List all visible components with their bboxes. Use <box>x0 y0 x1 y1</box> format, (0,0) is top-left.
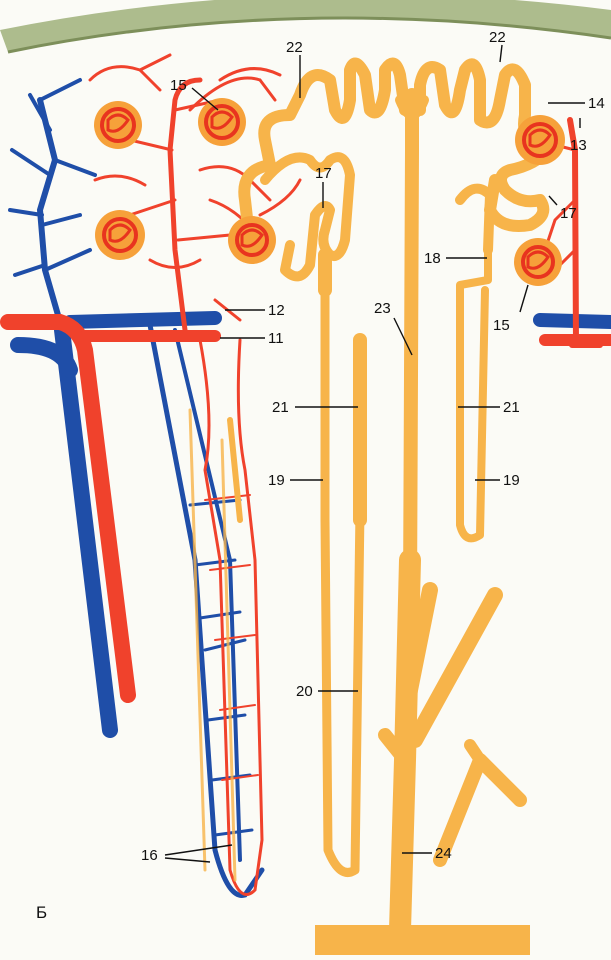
label-19-left: 19 <box>268 472 285 489</box>
nephron-tubules <box>190 64 550 930</box>
label-12: 12 <box>268 302 285 319</box>
label-23: 23 <box>374 300 391 317</box>
label-21-right: 21 <box>503 399 520 416</box>
label-19-right: 19 <box>503 472 520 489</box>
label-11: 11 <box>268 330 284 347</box>
label-17-left: 17 <box>315 165 332 182</box>
label-24: 24 <box>435 845 452 862</box>
arterial-tree <box>8 55 611 895</box>
label-20: 20 <box>296 683 313 700</box>
papillary-base <box>315 925 530 955</box>
label-22-right: 22 <box>489 29 506 46</box>
label-22-left: 22 <box>286 39 303 56</box>
label-13: 13 <box>570 137 587 154</box>
panel-letter: Б <box>36 903 47 922</box>
right-loop <box>460 240 488 538</box>
label-15-top: 15 <box>170 77 187 94</box>
collecting-duct <box>410 95 412 600</box>
label-14: 14 <box>588 95 605 112</box>
label-17-right: 17 <box>560 205 577 222</box>
label-16: 16 <box>141 847 158 864</box>
label-21-left: 21 <box>272 399 289 416</box>
label-18: 18 <box>424 250 441 267</box>
label-15-bottom: 15 <box>493 317 510 334</box>
